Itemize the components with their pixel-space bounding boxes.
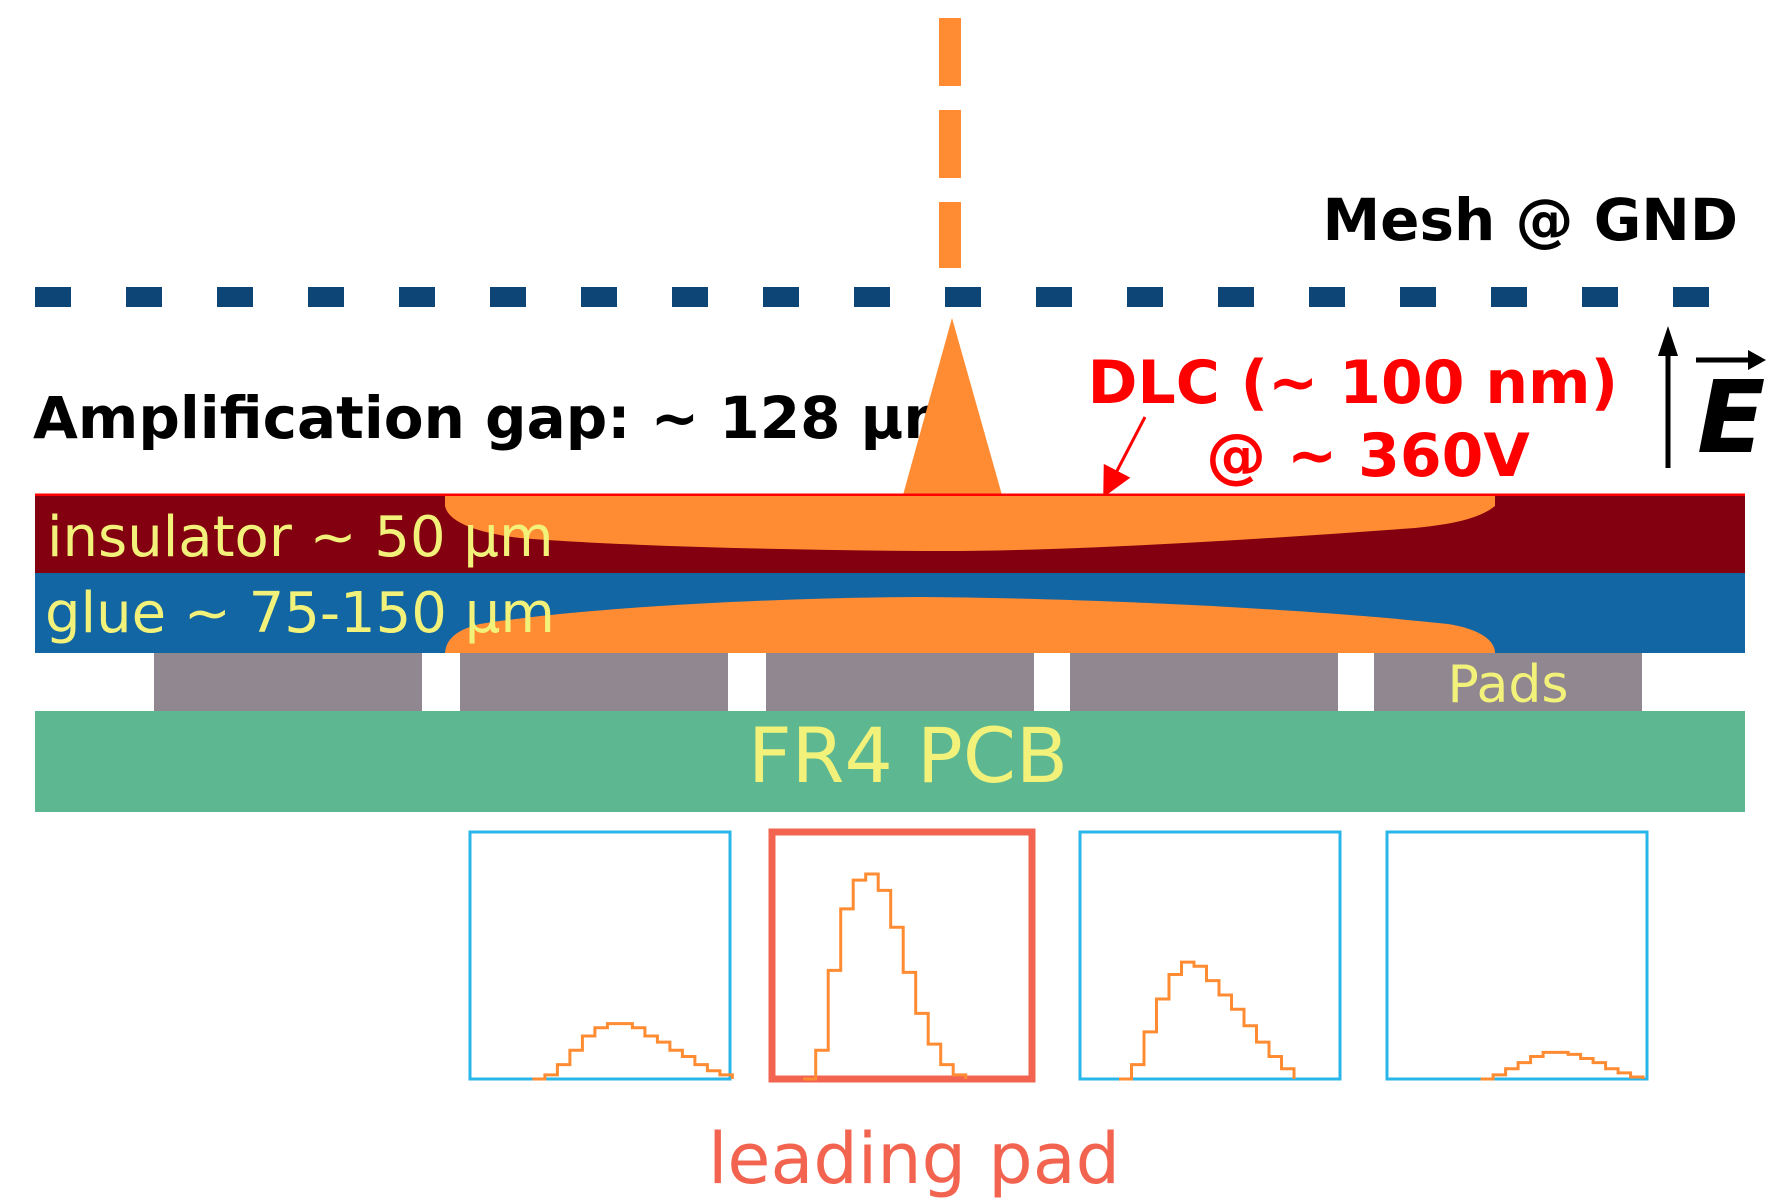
- pad: [1374, 653, 1642, 711]
- charge-spread-glue: [445, 597, 1495, 653]
- glue-label: glue ~ 75-150 μm: [45, 581, 555, 646]
- dlc-label: DLC (~ 100 nm): [1088, 348, 1618, 418]
- amplification-gap-label: Amplification gap: ~ 128 μm: [33, 384, 964, 452]
- avalanche-cone: [903, 318, 1002, 495]
- pad-signal-box: [1078, 830, 1342, 1081]
- pad-signal-box: [468, 830, 732, 1081]
- right-arrow-icon: [1696, 350, 1766, 370]
- pad: [1070, 653, 1338, 711]
- pulse-histogram: [1480, 1050, 1645, 1081]
- pcb-label: FR4 PCB: [748, 711, 1068, 800]
- pulse-histogram: [532, 1022, 734, 1081]
- pad-signal-box: [1385, 830, 1649, 1081]
- leading-pad-box: [768, 828, 1036, 1083]
- pad: [766, 653, 1034, 711]
- mesh-label: Mesh @ GND: [1322, 186, 1738, 254]
- pads-row: [154, 653, 1642, 711]
- charge-spread-insulator: [445, 496, 1495, 552]
- pcb-board: [35, 711, 1745, 812]
- pulse-histogram: [1119, 960, 1296, 1081]
- field-label: E: [1697, 359, 1765, 476]
- pulse-boxes: [468, 828, 1649, 1083]
- pulse-histogram: [803, 872, 968, 1081]
- pad: [460, 653, 728, 711]
- pads-label: Pads: [1448, 655, 1569, 715]
- dlc-voltage-label: @ ~ 360V: [1206, 421, 1530, 491]
- leading-pad-label: leading pad: [708, 1118, 1120, 1199]
- dlc-pointer-arrow: [1103, 416, 1147, 498]
- insulator-label: insulator ~ 50 μm: [47, 505, 554, 570]
- up-arrow-icon: [1658, 326, 1678, 468]
- pad: [154, 653, 422, 711]
